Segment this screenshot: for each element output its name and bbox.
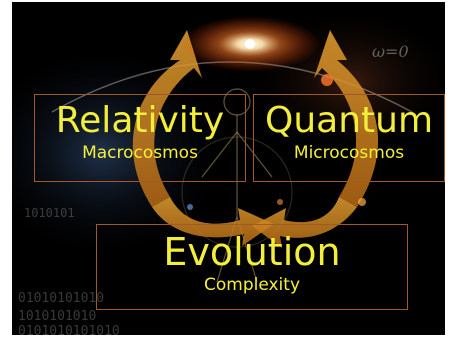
quantum-title: Quantum <box>264 100 434 141</box>
evolution-subtitle: Complexity <box>203 275 300 295</box>
orbs <box>187 74 366 210</box>
left-cycle-arrow <box>132 30 202 207</box>
relativity-subtitle: Macrocosmos <box>82 143 198 163</box>
binary-row: 01010101010 <box>18 291 104 306</box>
right-cycle-arrow <box>314 30 379 207</box>
relativity-box: Relativity Macrocosmos <box>34 94 246 182</box>
quantum-subtitle: Microcosmos <box>293 143 405 163</box>
binary-row: 1010101010 <box>18 309 96 324</box>
background-artwork: ω=0 01010101010 1010101010 0101010101010… <box>12 2 445 335</box>
cycle-arrows <box>132 30 379 248</box>
binary-row: 1010101 <box>24 206 75 220</box>
diagram-canvas: ω=0 01010101010 1010101010 0101010101010… <box>12 2 445 335</box>
relativity-title: Relativity <box>55 100 225 141</box>
binary-text-group: 01010101010 1010101010 0101010101010 101… <box>18 206 120 335</box>
quantum-box: Quantum Microcosmos <box>253 94 445 182</box>
left-galaxy-glow <box>12 42 232 262</box>
evolution-title: Evolution <box>163 230 341 274</box>
background-formula: ω=0 <box>372 42 409 61</box>
bottom-left-arrow <box>152 197 274 246</box>
bottom-right-arrow <box>252 197 357 248</box>
flare-core <box>245 39 255 49</box>
evolution-box: Evolution Complexity <box>96 224 408 310</box>
binary-row: 0101010101010 <box>18 324 120 335</box>
